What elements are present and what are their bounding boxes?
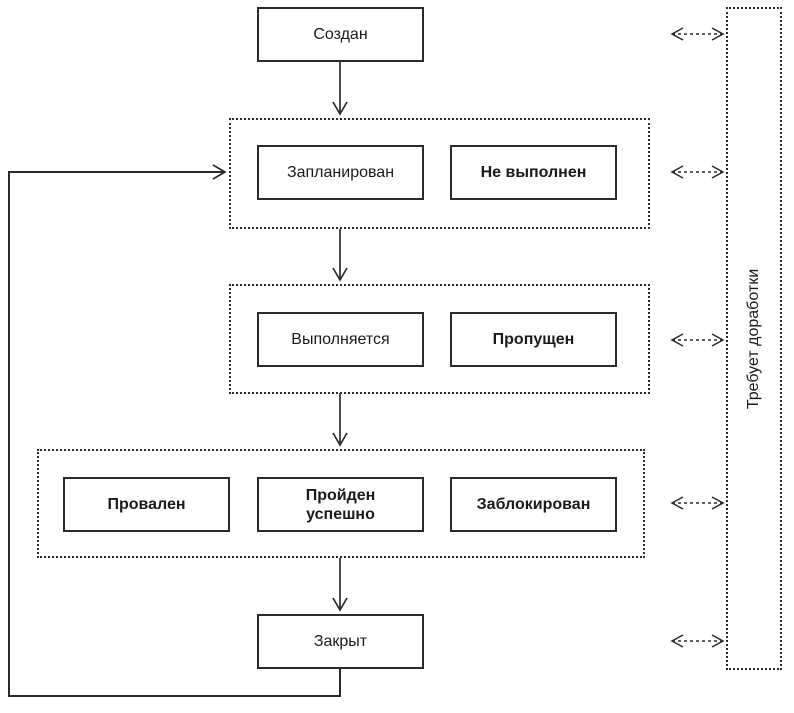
node-not-executed-label: Не выполнен [480, 164, 587, 181]
group-execution-states [229, 284, 650, 394]
node-created: Создан [257, 7, 424, 62]
node-blocked-label: Заблокирован [476, 496, 591, 513]
group-planned-states [229, 118, 650, 229]
node-passed-label: Пройден успешно [305, 486, 376, 523]
node-closed: Закрыт [257, 614, 424, 669]
group-result-states [37, 449, 645, 558]
node-skipped: Пропущен [450, 312, 617, 367]
node-skipped-label: Пропущен [492, 331, 575, 348]
node-planned: Запланирован [257, 145, 424, 200]
node-planned-label: Запланирован [286, 164, 395, 181]
node-in-progress-label: Выполняется [291, 331, 390, 348]
panel-needs-rework: Требует доработки [726, 7, 782, 670]
node-in-progress: Выполняется [257, 312, 424, 367]
node-not-executed: Не выполнен [450, 145, 617, 200]
node-failed: Провален [63, 477, 230, 532]
node-failed-label: Провален [107, 496, 186, 513]
panel-needs-rework-label: Требует доработки [745, 268, 762, 409]
node-blocked: Заблокирован [450, 477, 617, 532]
node-created-label: Создан [313, 26, 368, 43]
node-passed: Пройден успешно [257, 477, 424, 532]
node-closed-label: Закрыт [313, 633, 368, 650]
